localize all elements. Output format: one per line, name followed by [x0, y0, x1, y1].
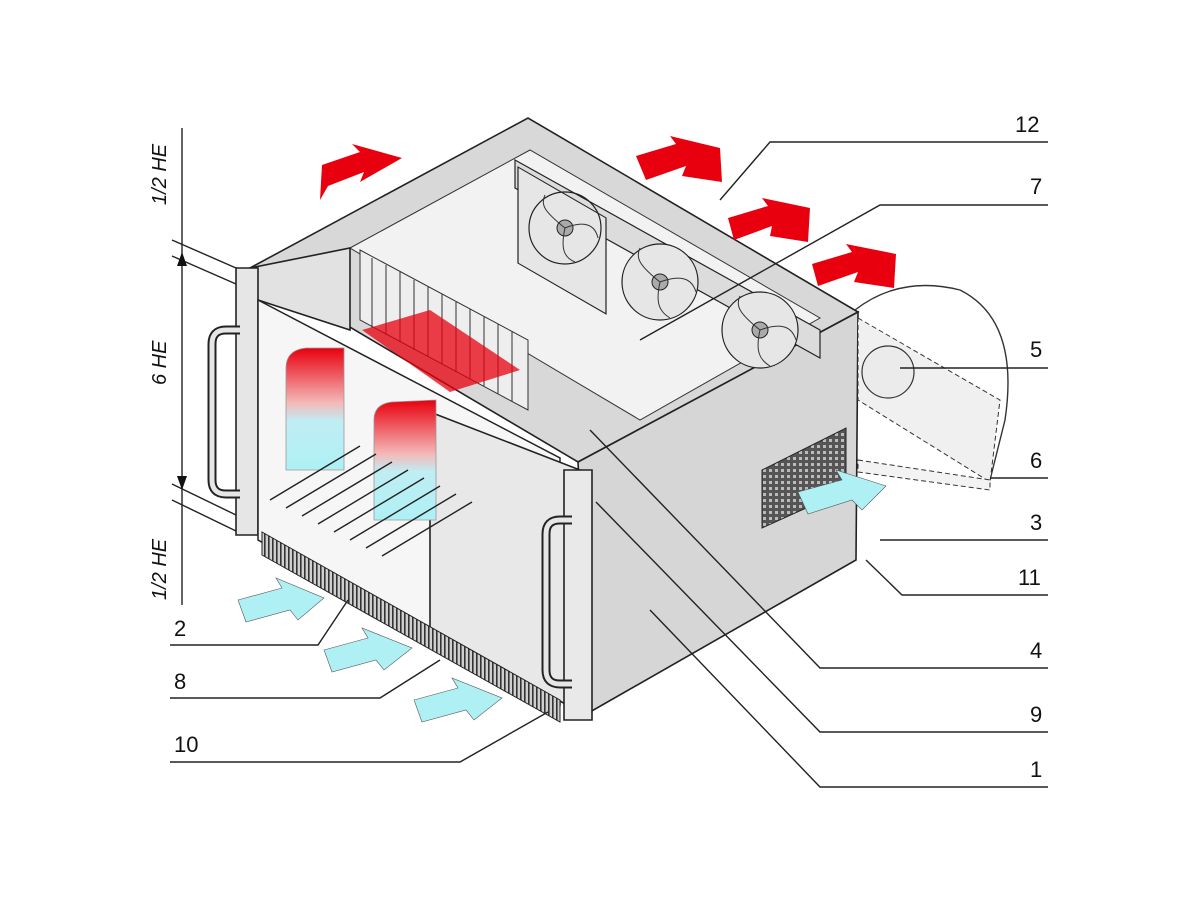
- callout-9: 9: [1030, 702, 1042, 727]
- callout-8: 8: [174, 669, 186, 694]
- intake-arrow-3: [413, 677, 503, 723]
- intake-arrow-1: [237, 577, 325, 623]
- exhaust-arrow-3: [728, 198, 810, 242]
- hinged-power-unit: [854, 284, 1009, 491]
- plug-in-cards: [269, 445, 473, 557]
- intake-arrows: [237, 469, 887, 723]
- leader-10: [170, 711, 549, 763]
- fan-1: [517, 166, 607, 315]
- leader-7: [639, 204, 1048, 341]
- leader-11: [865, 559, 1048, 596]
- callout-3: 3: [1030, 510, 1042, 535]
- callout-6: 6: [1030, 448, 1042, 473]
- leader-2: [170, 599, 349, 646]
- exhaust-arrow-1: [320, 144, 402, 200]
- dim-main: 6 HE: [149, 340, 171, 385]
- callout-2: 2: [174, 616, 186, 641]
- front-handles: [207, 325, 572, 689]
- exhaust-arrows: [320, 136, 896, 288]
- airflow-duct: [285, 347, 437, 521]
- leader-12: [719, 141, 1048, 201]
- leader-9: [595, 501, 1048, 733]
- callout-12: 12: [1015, 112, 1039, 137]
- leader-1: [649, 609, 1048, 788]
- card-slots: [359, 249, 529, 411]
- fan-3: [721, 291, 799, 369]
- callout-7: 7: [1030, 174, 1042, 199]
- exhaust-arrow-2: [636, 136, 722, 182]
- height-dimension-scale: 1/2 HE 6 HE 1/2 HE: [149, 128, 237, 605]
- leader-4: [589, 429, 1048, 669]
- dim-bottom-half: 1/2 HE: [149, 538, 171, 600]
- callout-4: 4: [1030, 638, 1042, 663]
- callout-labels: 12 7 5 6 3 11 4 9 1 2 8 10: [174, 112, 1042, 782]
- intake-arrow-2: [323, 627, 413, 673]
- callout-5: 5: [1030, 337, 1042, 362]
- callout-10: 10: [174, 732, 198, 757]
- fan-2: [621, 243, 699, 321]
- fan-tray: [514, 158, 821, 369]
- intake-arrow-4: [797, 469, 887, 515]
- dim-top-half: 1/2 HE: [149, 143, 171, 205]
- callout-11: 11: [1018, 565, 1041, 590]
- leader-lines: [170, 141, 1048, 788]
- exhaust-arrow-4: [812, 244, 896, 288]
- leader-8: [170, 659, 441, 699]
- air-intake-grille: [261, 531, 561, 723]
- callout-1: 1: [1030, 757, 1042, 782]
